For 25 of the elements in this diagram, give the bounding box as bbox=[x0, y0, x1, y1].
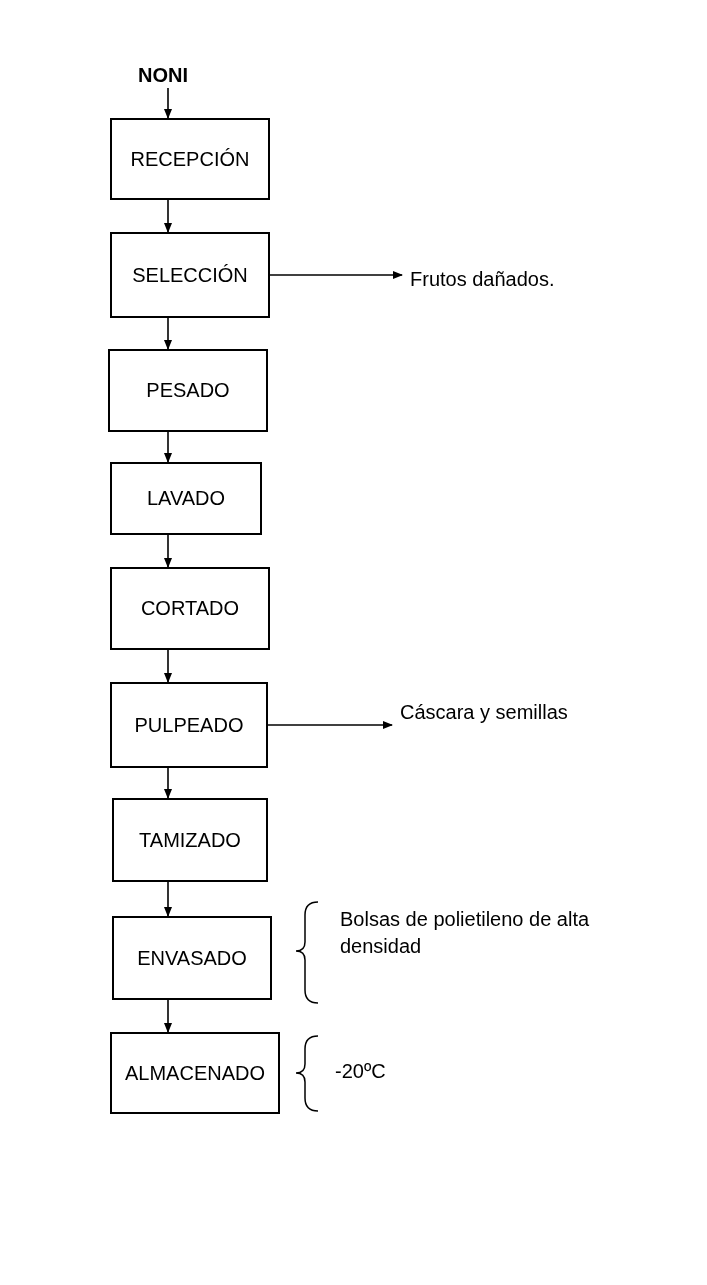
arrow bbox=[267, 721, 393, 729]
output-label: Cáscara y semillas bbox=[400, 698, 600, 726]
arrow bbox=[164, 317, 172, 350]
process-box: LAVADO bbox=[110, 462, 262, 535]
arrow bbox=[269, 271, 403, 279]
input-label: NONI bbox=[138, 62, 198, 88]
process-box: RECEPCIÓN bbox=[110, 118, 270, 200]
process-box: SELECCIÓN bbox=[110, 232, 270, 318]
arrow bbox=[164, 999, 172, 1033]
process-box: TAMIZADO bbox=[112, 798, 268, 882]
process-box: ALMACENADO bbox=[110, 1032, 280, 1114]
process-box: CORTADO bbox=[110, 567, 270, 650]
arrow bbox=[164, 431, 172, 463]
process-box: PULPEADO bbox=[110, 682, 268, 768]
process-box: PESADO bbox=[108, 349, 268, 432]
arrow bbox=[164, 881, 172, 917]
arrow bbox=[164, 534, 172, 568]
note-text: -20ºC bbox=[335, 1059, 387, 1084]
arrow bbox=[164, 767, 172, 799]
arrow bbox=[164, 87, 172, 119]
note-text: Bolsas de polietileno de alta densidad bbox=[340, 907, 591, 959]
arrow bbox=[164, 199, 172, 233]
arrow bbox=[164, 649, 172, 683]
output-label: Frutos dañados. bbox=[410, 265, 610, 293]
process-box: ENVASADO bbox=[112, 916, 272, 1000]
